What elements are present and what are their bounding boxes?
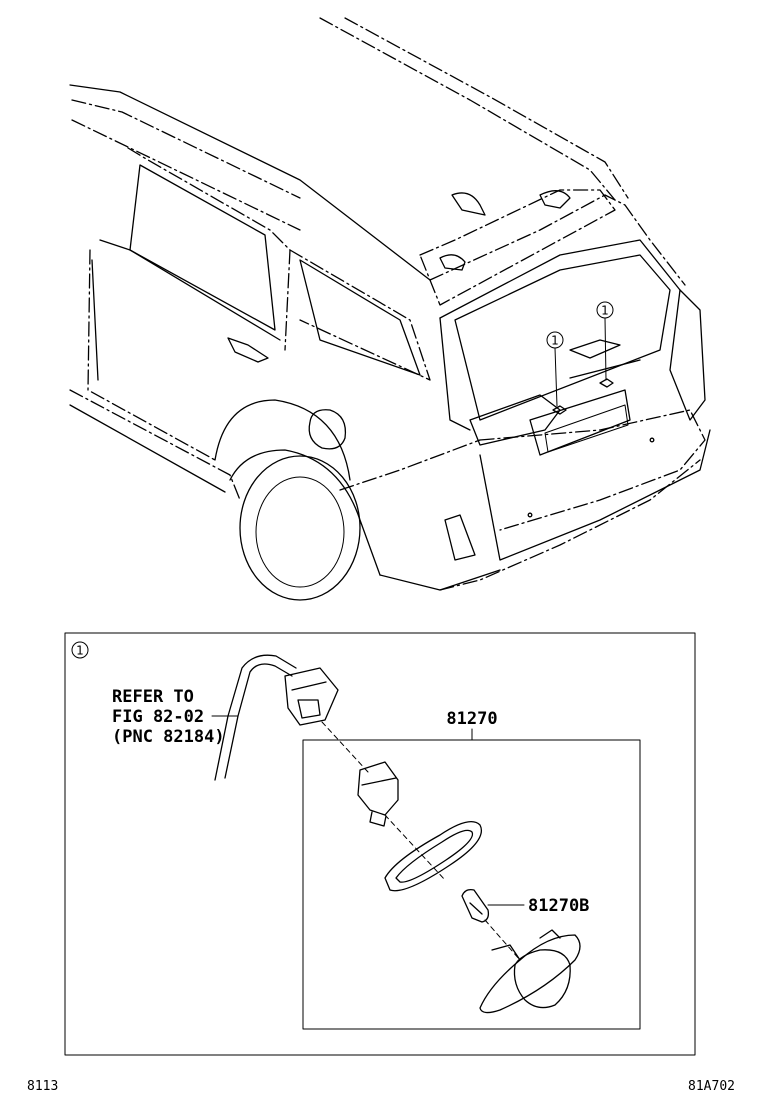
assembly-81270-frame (302, 739, 641, 1030)
refer-line-3: (PNC 82184) (112, 727, 225, 747)
assembly-axis-mid (384, 814, 446, 881)
assembly-axis-lower (484, 919, 521, 961)
harness-wire (214, 654, 297, 781)
bulb-part-number: 81270B (528, 896, 589, 916)
lamp-gasket (384, 821, 482, 892)
refer-line-1: REFER TO (112, 687, 194, 707)
callout-marker-text: 1 (551, 334, 559, 348)
assembly-axis-upper (321, 721, 369, 773)
assembly-part-number: 81270 (446, 709, 497, 729)
callout-marker-text: 1 (601, 304, 609, 318)
footer-code-left: 8113 (27, 1079, 58, 1094)
lamp-housing (479, 929, 581, 1014)
vehicle-illustration (69, 17, 711, 601)
detail-marker-text: 1 (76, 644, 84, 658)
vehicle-callout-right: 1 (596, 301, 614, 381)
lamp-socket (357, 761, 399, 827)
footer-code-right: 81A702 (688, 1079, 735, 1094)
refer-line-2: FIG 82-02 (112, 707, 204, 727)
harness-connector (284, 667, 339, 726)
detail-panel-frame (64, 632, 696, 1056)
vehicle-callout-left: 1 (546, 331, 564, 407)
bulb (461, 888, 490, 923)
detail-callout-marker: 1 (71, 641, 89, 659)
